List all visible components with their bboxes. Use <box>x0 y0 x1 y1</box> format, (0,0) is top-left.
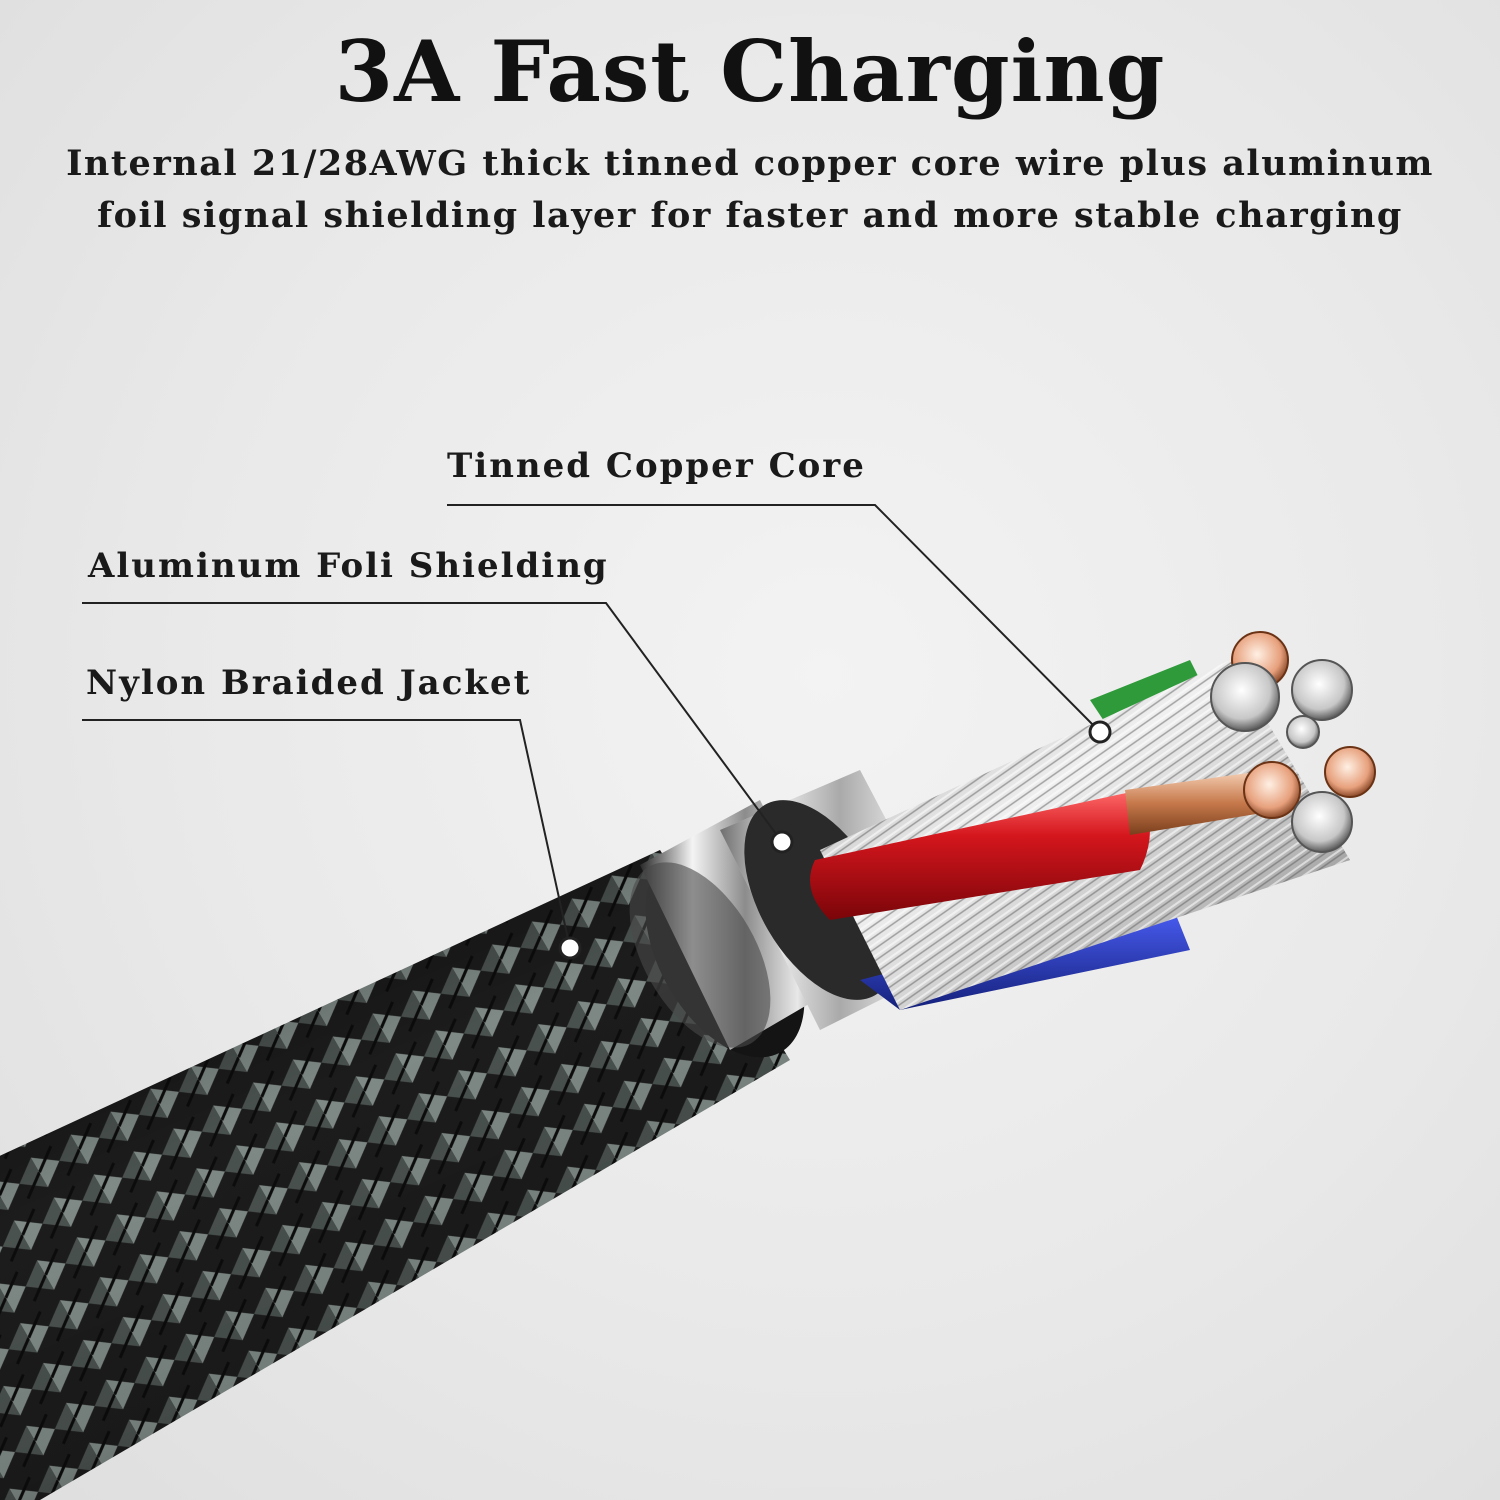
subtitle-line-2: foil signal shielding layer for faster a… <box>97 195 1403 236</box>
page-subtitle: Internal 21/28AWG thick tinned copper co… <box>50 138 1450 242</box>
tin-end-2 <box>1291 659 1353 721</box>
conductor-ends <box>1210 631 1376 853</box>
callout-markers <box>558 720 1112 960</box>
tin-end-4 <box>1291 791 1353 853</box>
callout-tinned-copper-core: Tinned Copper Core <box>447 446 866 486</box>
marker-aluminum-shielding <box>770 830 794 854</box>
callout-leaders <box>82 504 1101 949</box>
copper-end-3 <box>1324 746 1376 798</box>
leader-aluminum-shielding <box>82 602 783 843</box>
chrome-collar <box>629 800 850 1050</box>
marker-nylon-jacket <box>558 936 582 960</box>
leader-tinned-copper-core <box>447 504 1101 733</box>
callout-nylon-jacket: Nylon Braided Jacket <box>86 663 532 703</box>
copper-end-2 <box>1243 761 1301 819</box>
tin-end-3 <box>1286 715 1320 749</box>
subtitle-line-1: Internal 21/28AWG thick tinned copper co… <box>66 143 1434 184</box>
tin-end-1 <box>1210 662 1280 732</box>
marker-tinned-copper-core <box>1088 720 1112 744</box>
red-wire <box>810 770 1280 920</box>
page-title: 3A Fast Charging <box>334 22 1166 121</box>
callout-aluminum-shielding: Aluminum Foli Shielding <box>88 546 609 586</box>
leader-nylon-jacket <box>82 719 571 949</box>
